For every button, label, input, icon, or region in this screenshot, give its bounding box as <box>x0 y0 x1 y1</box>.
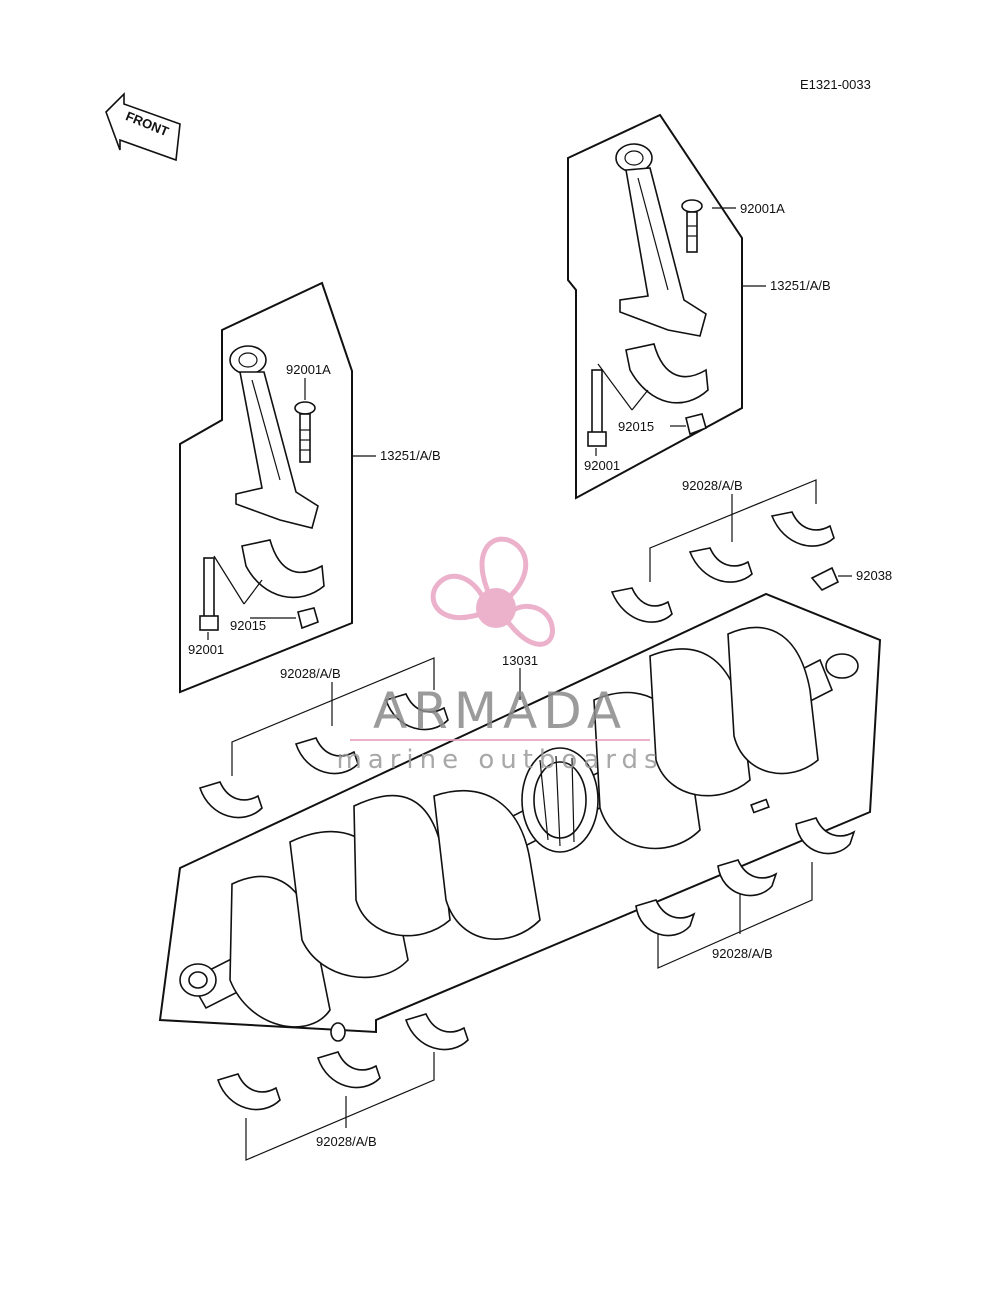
right-connecting-rod <box>615 143 707 337</box>
callout-upper-92028: 92028/A/B <box>682 478 743 493</box>
crankshaft <box>179 626 859 1042</box>
callout-crank-13031: 13031 <box>502 653 538 668</box>
crankshaft-frame <box>158 592 882 1034</box>
callout-right-13251: 13251/A/B <box>770 278 831 293</box>
callout-left-92001: 92001 <box>188 642 224 657</box>
watermark-brand: ARMADA <box>373 682 627 740</box>
left-conrod-stud <box>199 557 219 631</box>
lower-right-bearing-set: 92028/A/B <box>635 817 856 969</box>
right-conrod-bolt <box>681 199 703 253</box>
right-conrod-stud <box>587 369 607 447</box>
left-conrod-frame <box>179 281 353 694</box>
left-bearing-set: 92028/A/B <box>198 657 449 819</box>
left-conrod-bolt <box>294 401 316 463</box>
bottom-bearing-set: 92028/A/B <box>216 1013 469 1161</box>
callout-left-92028: 92028/A/B <box>280 666 341 681</box>
callout-right-92001A: 92001A <box>740 201 785 216</box>
armada-watermark: ARMADA marine outboards <box>336 536 663 775</box>
callout-left-92015: 92015 <box>230 618 266 633</box>
callout-key-92038: 92038 <box>856 568 892 583</box>
right-conrod-group: 92001A 13251/A/B 92015 92001 <box>567 113 831 500</box>
callout-bottom-92028: 92028/A/B <box>316 1134 377 1149</box>
callout-lower-right-92028: 92028/A/B <box>712 946 773 961</box>
left-conrod-nut <box>297 607 319 630</box>
diagram-code: E1321-0033 <box>800 77 871 92</box>
right-conrod-nut <box>685 413 707 436</box>
woodruff-key: 92038 <box>810 566 892 591</box>
crankshaft-gear <box>521 747 599 853</box>
left-connecting-rod <box>229 345 319 529</box>
callout-left-13251: 13251/A/B <box>380 448 441 463</box>
left-conrod-cap <box>241 539 325 599</box>
callout-right-92001: 92001 <box>584 458 620 473</box>
upper-right-bearing-set: 92028/A/B <box>610 478 835 623</box>
left-conrod-group: 92001A 13251/A/B 92015 92001 <box>179 281 441 694</box>
front-arrow-icon: FRONT <box>105 92 181 162</box>
callout-right-92015: 92015 <box>618 419 654 434</box>
right-conrod-cap <box>625 343 709 404</box>
propeller-logo-icon <box>430 536 555 647</box>
watermark-tagline: marine outboards <box>336 745 663 775</box>
callout-left-92001A: 92001A <box>286 362 331 377</box>
right-conrod-frame <box>567 113 743 500</box>
